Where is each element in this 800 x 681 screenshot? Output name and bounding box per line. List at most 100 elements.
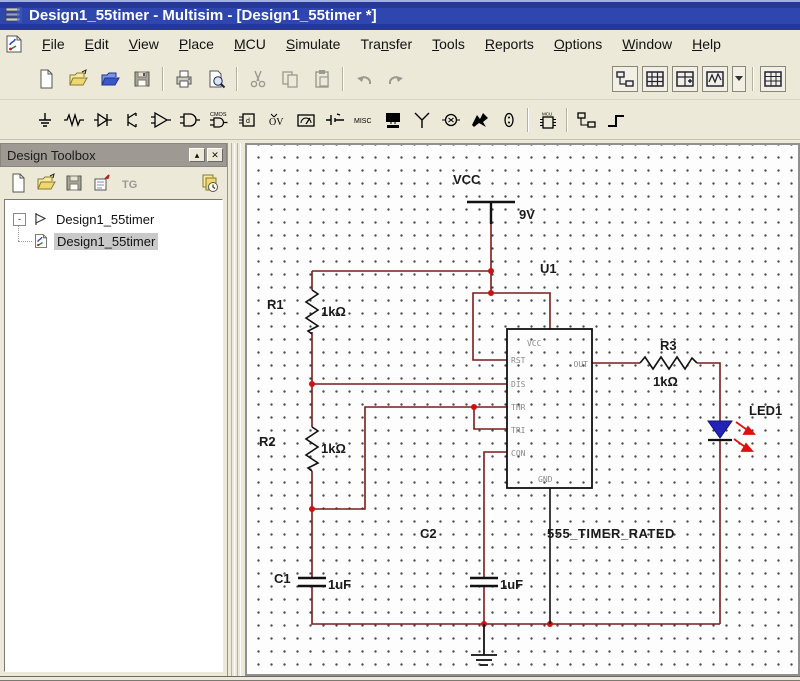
save-design-icon: [66, 175, 82, 191]
edit-sheet-button[interactable]: [89, 170, 115, 196]
print-button[interactable]: [169, 64, 199, 94]
u1-chip[interactable]: U1 VCC RST DIS THR TRI CON GND OUT 555_T…: [506, 261, 675, 624]
misc-digital-button[interactable]: d: [234, 107, 261, 133]
panel-splitter[interactable]: [228, 143, 245, 676]
standard-toolbar: [0, 58, 800, 100]
open-design-button[interactable]: [33, 170, 59, 196]
new-sheet-button[interactable]: [5, 170, 31, 196]
menu-edit[interactable]: Edit: [84, 36, 109, 52]
tree-sheet-label[interactable]: Design1_55timer: [54, 232, 159, 250]
menu-transfer[interactable]: Transfer: [360, 36, 413, 52]
tg-button[interactable]: TG: [117, 170, 143, 196]
toolbar-separator: [342, 66, 344, 91]
tg-icon: TG: [122, 179, 137, 191]
menu-place[interactable]: Place: [178, 36, 214, 52]
design-toolbox-view-button[interactable]: [612, 65, 638, 92]
print-preview-button[interactable]: [201, 64, 231, 94]
r3-ref: R3: [660, 338, 677, 353]
copy-button[interactable]: [275, 64, 305, 94]
wire-rst-net: [472, 292, 551, 361]
resistor-button[interactable]: [60, 107, 87, 133]
diode-icon: [93, 112, 112, 127]
u1-pin-thr: THR: [511, 403, 526, 412]
undo-button[interactable]: [349, 64, 379, 94]
vcc-power-symbol[interactable]: VCC 9V: [453, 172, 535, 224]
led1-led[interactable]: LED1: [707, 403, 782, 452]
paste-icon: [315, 69, 329, 88]
view-all-button[interactable]: [196, 170, 222, 196]
design-toolbox-title: Design Toolbox: [7, 147, 96, 163]
spreadsheet-view-button[interactable]: [642, 65, 668, 92]
advanced-peripherals-button[interactable]: [379, 107, 406, 133]
hierarchy-button[interactable]: [573, 107, 600, 133]
grapher-dropdown-button[interactable]: [732, 65, 746, 92]
analog-button[interactable]: [147, 107, 174, 133]
cmos-button[interactable]: CMOS: [205, 107, 232, 133]
toolbar-separator: [162, 66, 164, 91]
cut-icon: [250, 70, 266, 87]
wires[interactable]: [311, 224, 721, 625]
connector-button[interactable]: [495, 107, 522, 133]
connector-icon: [503, 112, 514, 127]
open-samples-button[interactable]: [95, 64, 125, 94]
menu-reports[interactable]: Reports: [484, 36, 534, 52]
open-button[interactable]: [63, 64, 93, 94]
misc-button[interactable]: MISC: [350, 107, 377, 133]
diode-button[interactable]: [89, 107, 116, 133]
grapher-view-button[interactable]: [702, 65, 728, 92]
menu-simulate[interactable]: Simulate: [285, 36, 341, 52]
menu-window[interactable]: Window: [622, 36, 673, 52]
c2-capacitor[interactable]: C2 1uF: [420, 526, 523, 592]
design-root-icon: [35, 213, 47, 225]
source-button[interactable]: [31, 107, 58, 133]
r2-resistor[interactable]: R2 1kΩ: [259, 426, 346, 472]
electromechanical-button[interactable]: [437, 107, 464, 133]
menu-options[interactable]: Options: [553, 36, 603, 52]
bus-button[interactable]: [602, 107, 629, 133]
r3-resistor[interactable]: R3 1kΩ: [639, 338, 698, 389]
menu-tools[interactable]: Tools: [432, 36, 465, 52]
bus-icon: [607, 114, 624, 127]
window-title: Design1_55timer - Multisim - [Design1_55…: [29, 6, 377, 24]
redo-button[interactable]: [381, 64, 411, 94]
save-design-button[interactable]: [61, 170, 87, 196]
new-button[interactable]: [31, 64, 61, 94]
ttl-button[interactable]: [176, 107, 203, 133]
rf-button[interactable]: [408, 107, 435, 133]
u1-pin-dis: DIS: [511, 380, 526, 389]
in-use-list-icon: [764, 70, 782, 87]
database-view-button[interactable]: [672, 65, 698, 92]
r1-resistor[interactable]: R1 1kΩ: [267, 289, 346, 335]
r1-value: 1kΩ: [321, 304, 346, 319]
tree-row-sheet[interactable]: Design1_55timer: [7, 230, 220, 252]
menu-mcu[interactable]: MCU: [233, 36, 266, 52]
mixed-button[interactable]: OV: [263, 107, 290, 133]
menu-file[interactable]: File: [42, 36, 65, 52]
panel-minimize-button[interactable]: ▴: [189, 148, 205, 162]
ground-symbol[interactable]: [471, 624, 497, 666]
indicator-button[interactable]: [292, 107, 319, 133]
menu-bar: File Edit View Place MCU Simulate Transf…: [0, 30, 800, 59]
open-design-icon: [37, 173, 56, 190]
mcu-component-button[interactable]: MCU: [534, 107, 561, 133]
save-button[interactable]: [127, 64, 157, 94]
tree-row-root[interactable]: - Design1_55timer: [7, 208, 220, 241]
menu-view[interactable]: View: [128, 36, 159, 52]
u1-pin-tri: TRI: [511, 426, 526, 435]
schematic-sheet-icon: [35, 234, 47, 248]
paste-button[interactable]: [307, 64, 337, 94]
spreadsheet-view-icon: [646, 70, 664, 87]
c1-capacitor[interactable]: C1 1uF: [274, 571, 351, 592]
design-toolbox-titlebar: Design Toolbox ▴ ✕: [0, 143, 227, 167]
transistor-button[interactable]: [118, 107, 145, 133]
in-use-list-button[interactable]: [760, 65, 786, 92]
menu-help[interactable]: Help: [692, 36, 721, 52]
tree-expander-icon[interactable]: -: [13, 212, 26, 226]
ni-component-button[interactable]: [466, 107, 493, 133]
panel-close-button[interactable]: ✕: [207, 148, 223, 162]
schematic-canvas[interactable]: VCC 9V R1 1kΩ R2 1kΩ R3 1kΩ: [245, 143, 800, 676]
power-component-button[interactable]: [321, 107, 348, 133]
tree-root-label[interactable]: Design1_55timer: [56, 211, 155, 227]
cut-button[interactable]: [243, 64, 273, 94]
child-document-icon[interactable]: [4, 35, 24, 53]
